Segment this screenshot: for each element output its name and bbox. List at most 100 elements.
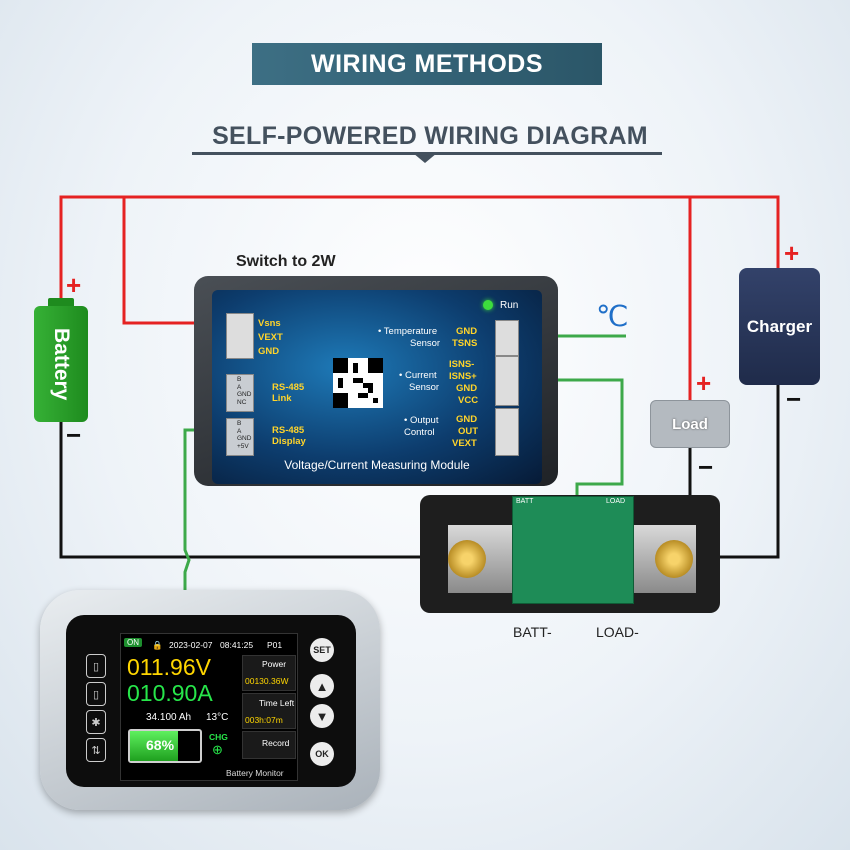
display-link-wire	[183, 428, 232, 600]
terminal-vext: VEXT	[258, 332, 283, 343]
output-control-label-1: • Output	[404, 415, 439, 426]
time-left-label: Time Left	[259, 698, 295, 708]
soc-fill	[130, 731, 178, 761]
output-terminal-block	[495, 408, 519, 456]
rs485-display-port	[226, 418, 254, 456]
time-left-value: 003h:07m	[245, 715, 283, 725]
rs485-link-pins: B A GND NC	[237, 376, 251, 406]
set-button[interactable]: SET	[310, 638, 334, 662]
temp-sensor-label-1: • Temperature	[378, 326, 438, 337]
page-text: P01	[267, 640, 283, 650]
load-minus-sign: −	[698, 452, 714, 482]
down-arrow-icon: ▼	[315, 708, 329, 724]
battery-plus-sign: +	[66, 270, 82, 300]
power-panel	[242, 655, 296, 691]
time-text: 08:41:25	[220, 640, 254, 650]
charger: Charger	[739, 268, 820, 385]
shunt-load-label: LOAD-	[596, 624, 639, 640]
power-label: Power	[262, 659, 287, 669]
current-pin-isns-minus: ISNS-	[449, 359, 475, 370]
power-value: 00130.36W	[245, 676, 289, 686]
temp-terminal-block	[495, 320, 519, 356]
charging-icon: ⊕	[212, 742, 223, 757]
down-button[interactable]: ▼	[310, 704, 334, 728]
load-label: Load	[672, 415, 708, 433]
temp-sensor-label-2: Sensor	[410, 338, 441, 349]
output-pin-gnd: GND	[456, 414, 478, 425]
qr-code-icon	[333, 358, 383, 408]
pin: B	[237, 420, 242, 427]
pcb-batt-label: BATT	[516, 498, 534, 505]
time-left-panel	[242, 693, 296, 729]
output-pin-out: OUT	[458, 426, 479, 437]
subtitle: SELF-POWERED WIRING DIAGRAM	[212, 122, 648, 150]
pin: GND	[237, 391, 252, 398]
batt-bolt-icon	[448, 540, 486, 578]
rs485-display-pins: B A GND +5V	[237, 420, 251, 450]
temp-pin-gnd: GND	[456, 326, 478, 337]
battery-page-button[interactable]: ▯	[86, 654, 106, 678]
capacity-value: 34.100 Ah	[146, 712, 192, 723]
voltage-value: 011.96V	[127, 654, 211, 680]
subtitle-arrow	[413, 153, 437, 163]
current-terminal-block	[495, 356, 519, 406]
rs485-link-label-1: RS-485	[272, 382, 305, 393]
positive-wire-top	[59, 195, 780, 310]
switch-mode-label: Switch to 2W	[236, 253, 336, 270]
date-text: 2023-02-07	[169, 640, 213, 650]
battery-label: Battery	[50, 327, 73, 401]
rs485-link-label-2: Link	[272, 393, 292, 404]
soc-value: 68%	[146, 737, 175, 753]
load: Load	[650, 400, 730, 448]
module-footer-label: Voltage/Current Measuring Module	[284, 458, 470, 472]
terminal-gnd: GND	[258, 346, 280, 357]
shunt-pcb	[512, 496, 634, 604]
run-led-icon	[483, 300, 493, 310]
lock-icon: 🔒	[152, 640, 163, 650]
pin: A	[237, 427, 242, 435]
record-panel	[242, 731, 296, 759]
record-label: Record	[262, 738, 290, 748]
pin: A	[237, 383, 242, 391]
monitor-footer: Battery Monitor	[226, 768, 284, 778]
up-arrow-icon: ▲	[315, 678, 329, 694]
temp-pin-tsns: TSNS	[452, 338, 478, 349]
transfer-page-button[interactable]: ⇅	[86, 738, 106, 762]
load-plus-sign: +	[696, 368, 712, 398]
pin: GND	[237, 435, 252, 442]
pin: B	[237, 376, 242, 383]
current-sensor-wire	[520, 378, 624, 500]
power-terminal-block	[226, 313, 254, 359]
battery: Battery	[34, 306, 88, 422]
load-bolt-icon	[655, 540, 693, 578]
rs485-display-label-2: Display	[272, 436, 306, 447]
current-sensor-label-2: Sensor	[409, 382, 440, 393]
current-pin-gnd: GND	[456, 383, 478, 394]
terminal-vsns: Vsns	[258, 318, 281, 329]
on-badge: ON	[124, 638, 142, 647]
soc-battery-icon	[128, 729, 202, 763]
output-control-label-2: Control	[404, 427, 435, 438]
run-label: Run	[500, 300, 519, 311]
current-sensor-label-1: • Current	[399, 370, 437, 381]
rs485-display-label-1: RS-485	[272, 425, 305, 436]
current-pin-isns-plus: ISNS+	[449, 371, 477, 382]
charger-plus-sign: +	[784, 238, 800, 268]
output-pin-vext: VEXT	[452, 438, 477, 449]
ok-button[interactable]: OK	[310, 742, 334, 766]
phone-page-button[interactable]: ▯	[86, 682, 106, 706]
temperature-value: 13°C	[206, 712, 229, 723]
pin: +5V	[237, 442, 249, 450]
temperature-unit: ℃	[596, 301, 629, 333]
rs485-link-port	[226, 374, 254, 412]
shunt-batt-label: BATT-	[513, 624, 552, 640]
alarm-page-button[interactable]: ✱	[86, 710, 106, 734]
title-text: WIRING METHODS	[311, 49, 543, 78]
battery-minus-sign: −	[66, 420, 82, 450]
negative-wire-battery	[59, 422, 450, 559]
up-button[interactable]: ▲	[310, 674, 334, 698]
current-value: 010.90A	[127, 680, 213, 706]
current-pin-vcc: VCC	[458, 395, 479, 406]
charger-minus-sign: −	[786, 384, 802, 414]
